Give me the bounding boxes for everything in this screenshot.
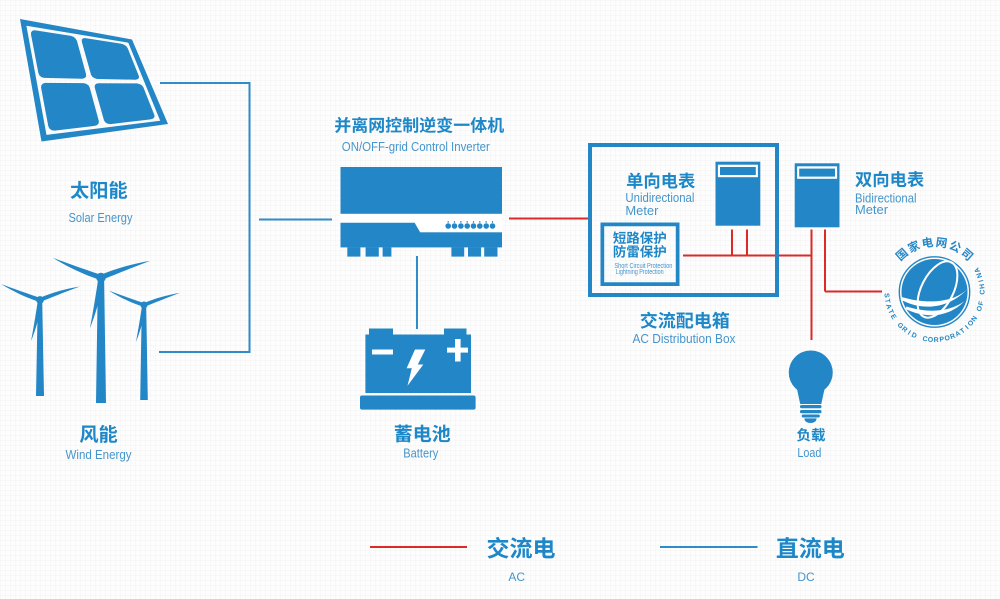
svg-text:I: I bbox=[964, 324, 970, 331]
svg-text:P: P bbox=[939, 336, 945, 344]
svg-text:C: C bbox=[922, 336, 928, 344]
svg-text:Lightning Protection: Lightning Protection bbox=[616, 267, 664, 276]
svg-text:Meter: Meter bbox=[855, 202, 889, 217]
svg-text:Solar Energy: Solar Energy bbox=[69, 210, 133, 225]
svg-text:A: A bbox=[954, 330, 962, 339]
svg-text:Meter: Meter bbox=[625, 203, 659, 218]
svg-text:I: I bbox=[978, 279, 985, 283]
svg-text:O: O bbox=[927, 337, 934, 344]
svg-text:T: T bbox=[959, 327, 967, 336]
svg-text:F: F bbox=[978, 301, 986, 307]
svg-text:AC: AC bbox=[508, 570, 525, 584]
svg-text:N: N bbox=[970, 315, 979, 323]
svg-text:Load: Load bbox=[797, 445, 821, 460]
svg-text:Wind Energy: Wind Energy bbox=[66, 447, 132, 462]
svg-text:I: I bbox=[906, 330, 911, 337]
svg-text:R: R bbox=[949, 333, 956, 341]
svg-text:A: A bbox=[974, 266, 983, 274]
svg-text:DC: DC bbox=[797, 570, 815, 584]
svg-text:Bidirectional: Bidirectional bbox=[855, 190, 917, 205]
svg-text:ON/OFF-grid Control Inverter: ON/OFF-grid Control Inverter bbox=[342, 139, 491, 154]
svg-text:T: T bbox=[883, 298, 891, 304]
svg-text:AC Distribution Box: AC Distribution Box bbox=[633, 331, 736, 346]
svg-text:Unidirectional: Unidirectional bbox=[625, 190, 694, 205]
svg-text:E: E bbox=[889, 313, 898, 321]
svg-text:O: O bbox=[967, 319, 976, 328]
svg-text:O: O bbox=[976, 305, 985, 313]
svg-text:S: S bbox=[882, 293, 889, 298]
svg-text:H: H bbox=[979, 283, 987, 289]
svg-text:N: N bbox=[976, 272, 984, 279]
svg-text:G: G bbox=[896, 322, 905, 331]
svg-text:O: O bbox=[944, 334, 952, 342]
svg-text:Battery: Battery bbox=[403, 446, 438, 461]
svg-text:D: D bbox=[910, 332, 917, 340]
svg-text:R: R bbox=[900, 326, 908, 335]
svg-text:C: C bbox=[979, 290, 986, 295]
svg-text:Short Circuit Protection: Short Circuit Protection bbox=[614, 261, 672, 270]
svg-text:R: R bbox=[934, 337, 939, 344]
svg-text:A: A bbox=[884, 303, 892, 310]
svg-text:T: T bbox=[886, 309, 894, 316]
